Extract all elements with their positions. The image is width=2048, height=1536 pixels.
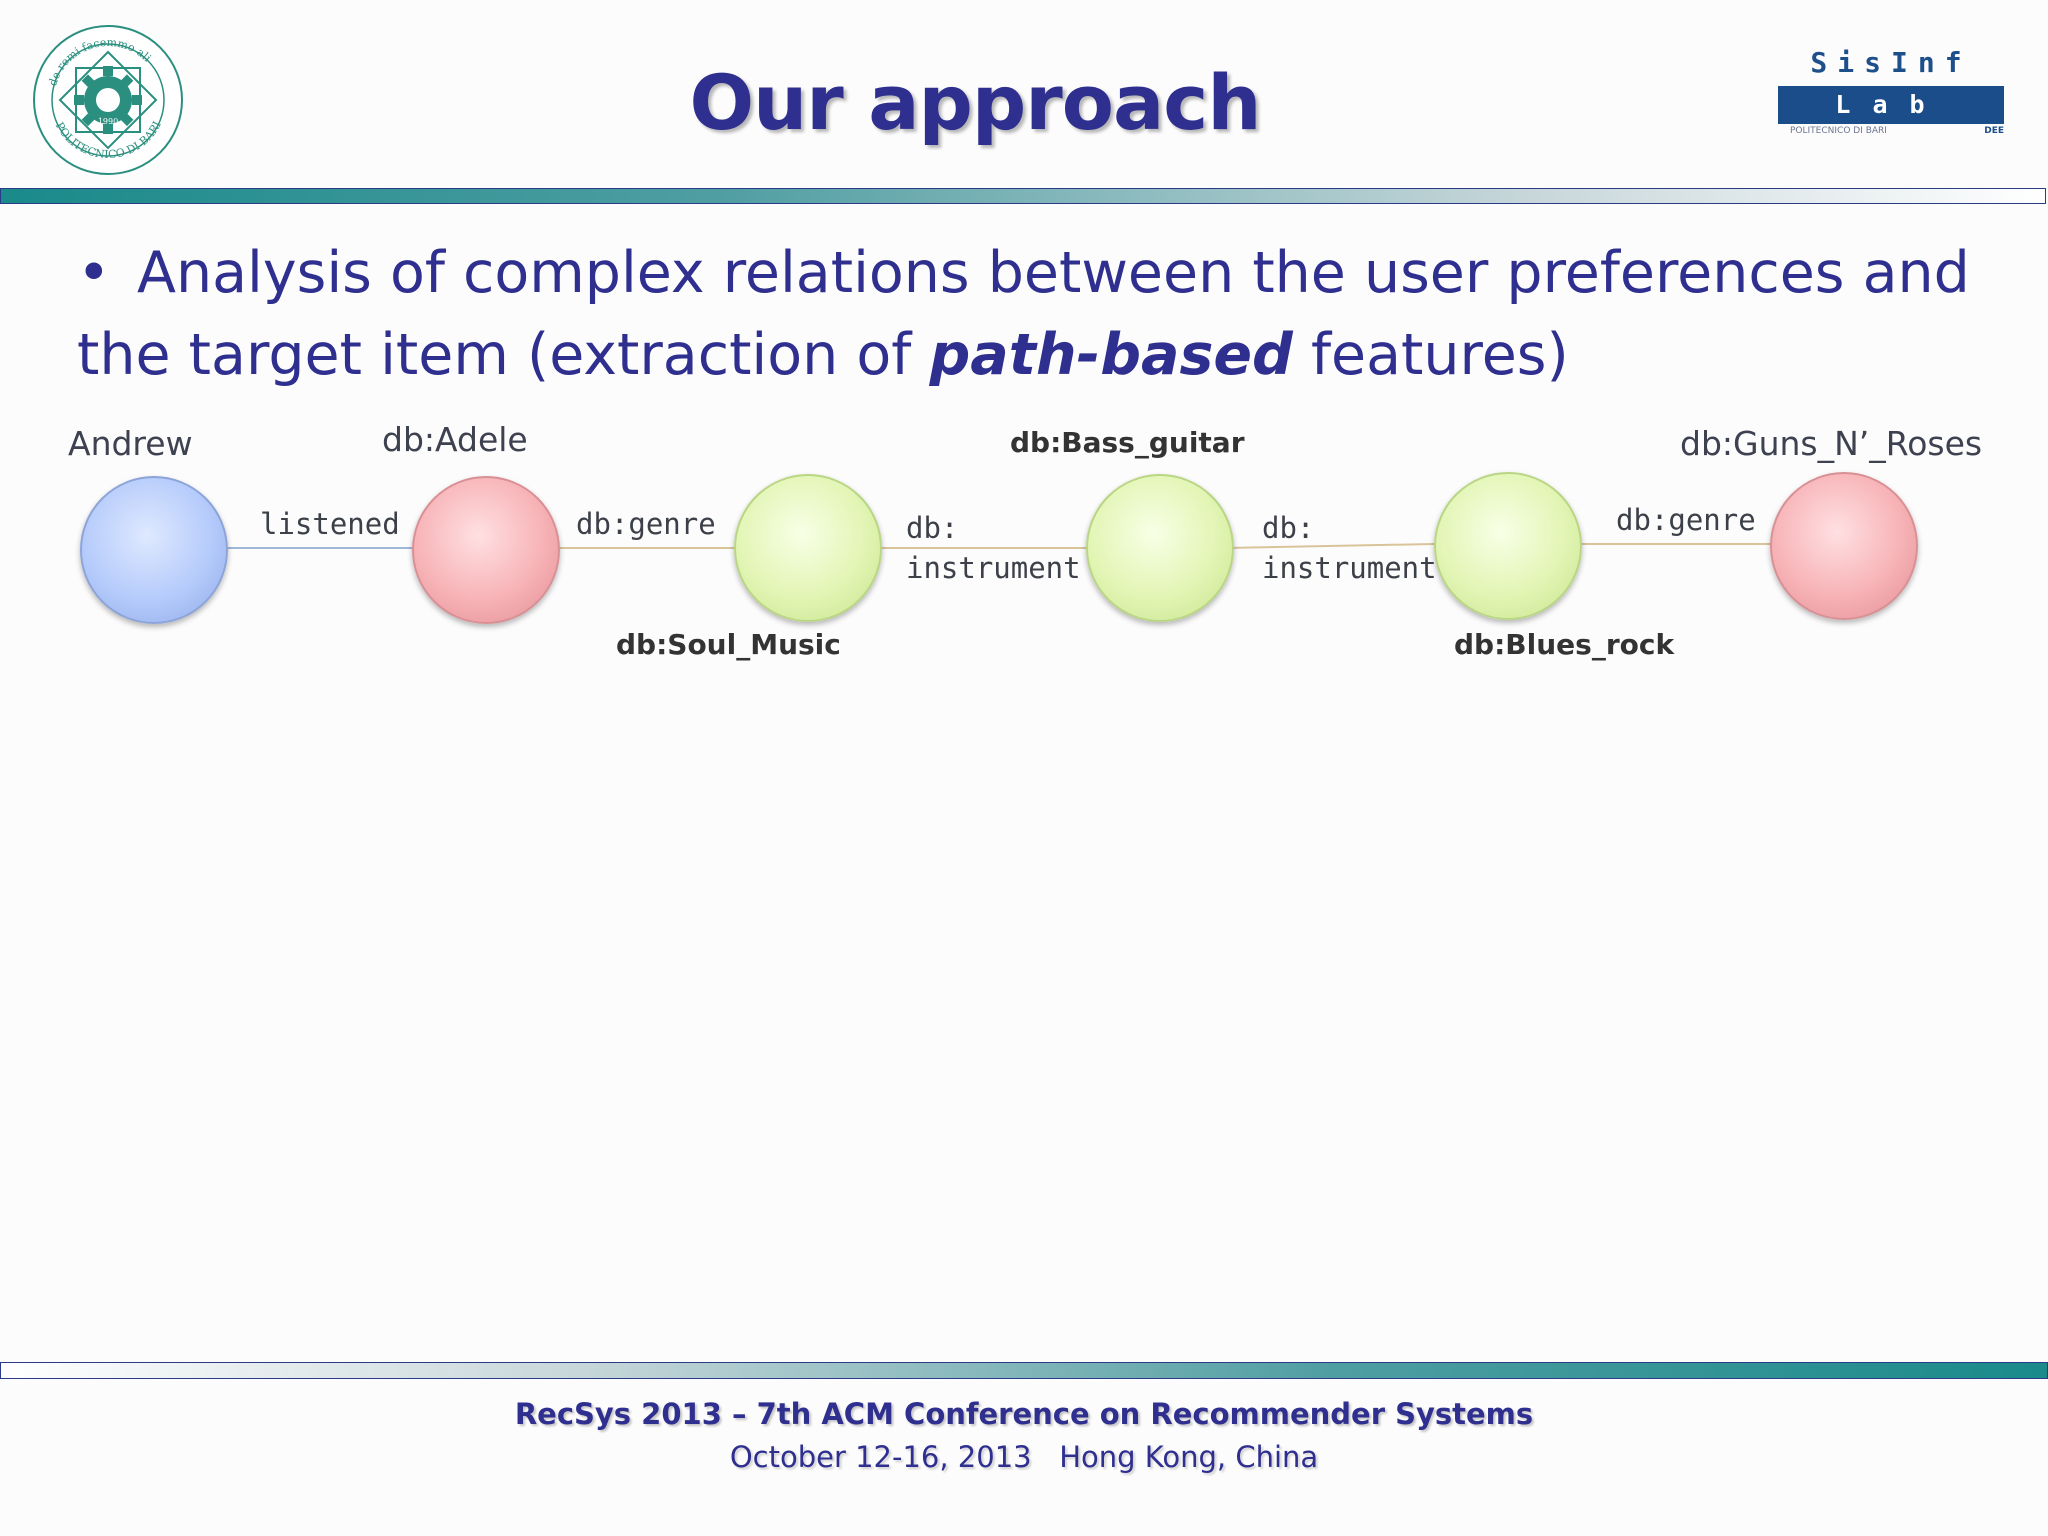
edge-label-genre-2: db:genre <box>1616 503 1756 537</box>
bullet-text-part2: features) <box>1292 322 1569 388</box>
edge-label-instrument-1-line1: db: <box>906 511 959 545</box>
node-guns-n-roses <box>1770 472 1918 620</box>
logo-badge: DEE <box>1984 126 2004 136</box>
edge-label-instrument-2: db: instrument <box>1262 508 1437 588</box>
edge-label-instrument-2-line1: db: <box>1262 511 1315 545</box>
footer-conference: RecSys 2013 – 7th ACM Conference on Reco… <box>514 1397 1534 1431</box>
node-bass-guitar <box>1086 474 1234 622</box>
node-soul-music <box>734 474 882 622</box>
logo-lab-box: Lab <box>1778 86 2004 124</box>
logo-year: 1990 <box>98 117 118 126</box>
edge-label-instrument-2-line2: instrument <box>1262 551 1437 585</box>
node-adele <box>412 476 560 624</box>
node-label-bass-guitar: db:Bass_guitar <box>1010 426 1245 459</box>
edge-line-instrument-2 <box>1223 543 1435 549</box>
edge-label-instrument-1: db: instrument <box>906 508 1081 588</box>
node-blues-rock <box>1434 472 1582 620</box>
node-label-soul-music: db:Soul_Music <box>616 628 841 661</box>
node-label-andrew: Andrew <box>68 424 193 463</box>
node-label-blues-rock: db:Blues_rock <box>1454 628 1675 661</box>
edge-label-genre-1: db:genre <box>576 507 716 541</box>
edge-label-listened: listened <box>260 507 400 541</box>
header-divider <box>0 188 2046 204</box>
bullet-dot: • <box>77 240 111 306</box>
logo-caption-row: POLITECNICO DI BARI DEE <box>1778 126 2004 140</box>
footer-divider <box>0 1362 2048 1379</box>
node-label-guns-n-roses: db:Guns_N’_Roses <box>1680 424 1983 463</box>
diagram-edges <box>220 543 1776 549</box>
sisinf-lab-logo: SisInf Lab POLITECNICO DI BARI DEE <box>1776 46 2006 146</box>
bullet-point: •Analysis of complex relations between t… <box>77 232 2017 396</box>
edge-label-instrument-1-line2: instrument <box>906 551 1081 585</box>
path-diagram: Andrew db:Adele db:Soul_Music db:Bass_gu… <box>50 410 2010 680</box>
logo-caption: POLITECNICO DI BARI <box>1790 126 1887 136</box>
logo-sisinf-text: SisInf <box>1810 46 1972 79</box>
node-label-adele: db:Adele <box>382 420 528 459</box>
politecnico-logo: de remi facemmo ali POLITECNICO DI BARI … <box>30 22 186 178</box>
node-andrew <box>80 476 228 624</box>
page-title: Our approach <box>689 58 1262 147</box>
bullet-emphasis: path-based <box>929 322 1293 388</box>
bullet-text-part1: Analysis of complex relations between th… <box>77 240 1970 388</box>
footer-date-location: October 12-16, 2013 Hong Kong, China <box>729 1440 1319 1474</box>
